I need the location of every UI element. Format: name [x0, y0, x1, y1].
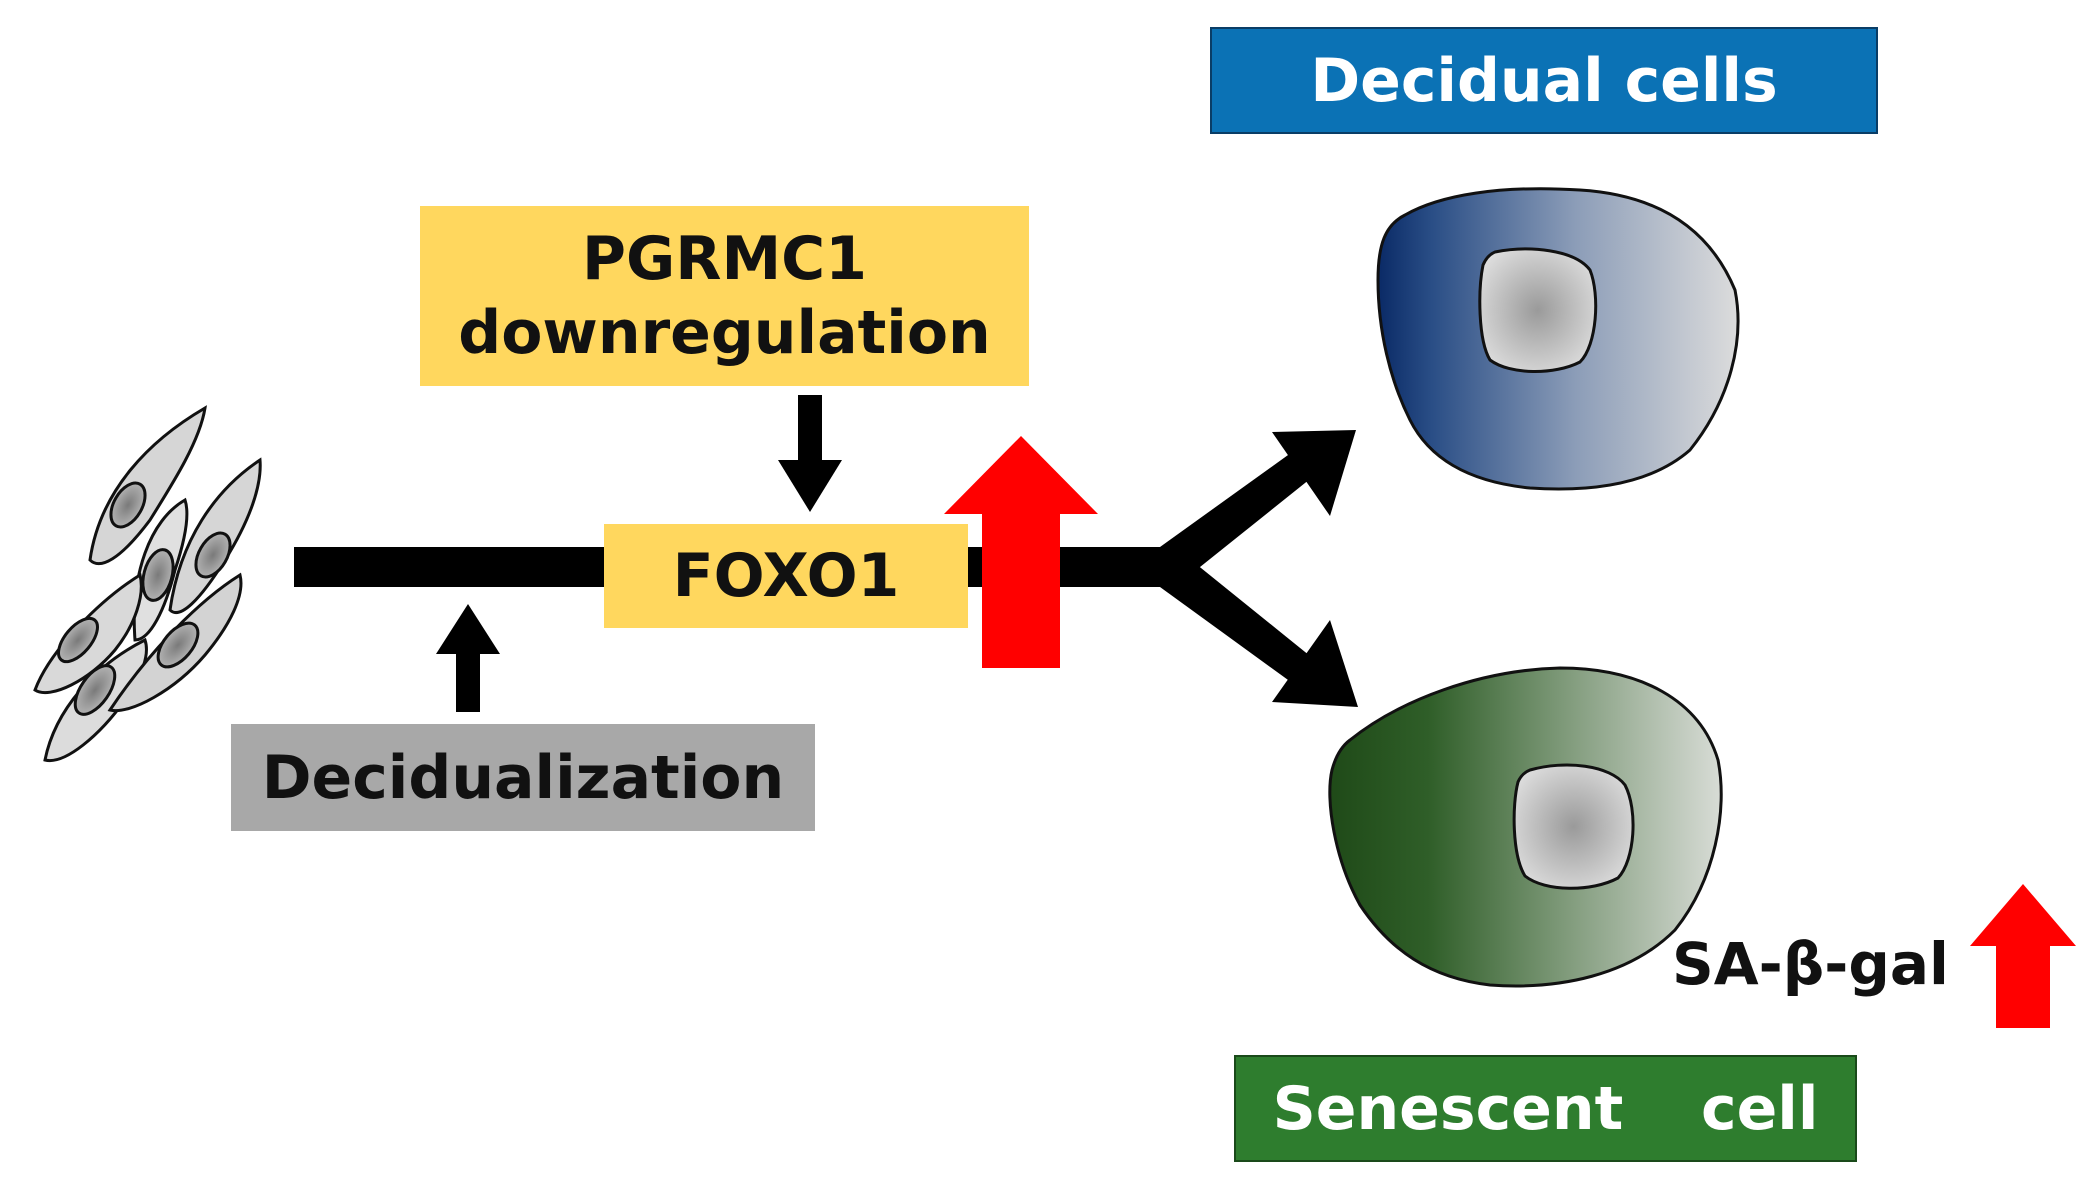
decidual-cell-icon — [1376, 187, 1740, 491]
fibroblast-cluster-icon — [33, 405, 262, 763]
pgrmc1-downregulation-label: PGRMC1 downregulation — [420, 206, 1029, 386]
branch-up-arrowhead — [1272, 430, 1356, 516]
senescent-cell-label: Senescent cell — [1234, 1055, 1857, 1162]
pgrmc1-label-line1: PGRMC1 — [582, 224, 867, 294]
senescent-cell-nucleus — [1512, 763, 1635, 890]
stromal-cell — [88, 405, 207, 566]
up-arrow-icon — [944, 436, 1098, 668]
pgrmc1-label-line2: downregulation — [458, 298, 991, 368]
branch-up-shaft — [1160, 450, 1315, 587]
branch-arrows — [1160, 430, 1358, 707]
branch-down-arrowhead — [1272, 620, 1358, 707]
senescent-cell-text: Senescent cell — [1272, 1073, 1819, 1144]
decidual-cells-text: Decidual cells — [1310, 45, 1778, 116]
foxo1-text: FOXO1 — [672, 541, 900, 611]
stromal-nucleus — [57, 616, 99, 664]
up-arrow-icon — [1970, 884, 2076, 1028]
up-arrow-icon — [436, 604, 500, 712]
stromal-nucleus — [141, 548, 175, 602]
decidual-cells-label: Decidual cells — [1210, 27, 1878, 134]
decidual-cell-nucleus — [1478, 247, 1598, 373]
senescent-cell-icon — [1328, 666, 1723, 988]
stromal-nucleus — [194, 531, 232, 579]
branch-down-shaft — [1160, 547, 1315, 685]
down-arrow-icon — [778, 395, 842, 512]
stromal-nucleus — [156, 621, 200, 669]
stromal-nucleus — [109, 481, 147, 529]
decidualization-label: Decidualization — [231, 724, 815, 831]
foxo1-label: FOXO1 — [604, 524, 968, 628]
sa-beta-gal-label: SA-β-gal — [1672, 930, 1949, 998]
decidualization-text: Decidualization — [261, 742, 785, 813]
stromal-nucleus — [73, 664, 117, 716]
